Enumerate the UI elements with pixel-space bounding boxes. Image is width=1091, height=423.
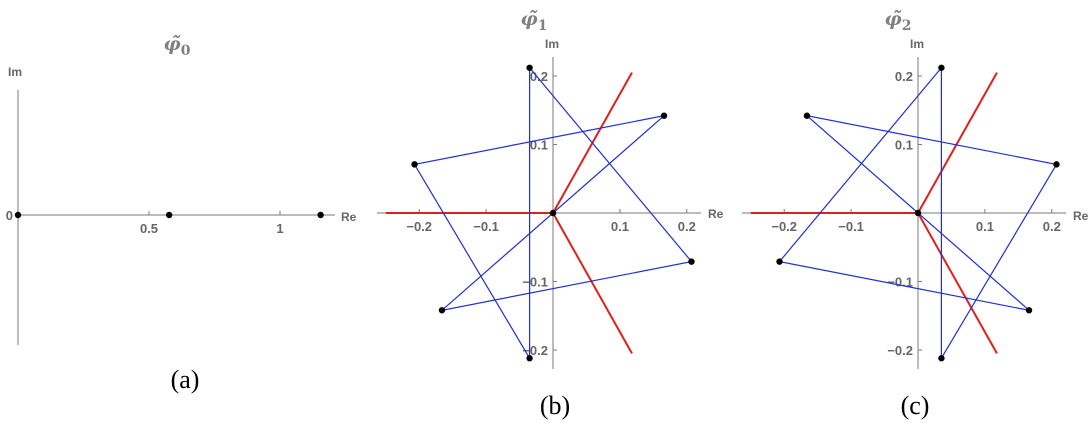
y-axis-label: Im	[910, 37, 924, 51]
branch-cut-ray-lower	[552, 212, 633, 354]
y-tick-label: −0.1	[522, 275, 548, 290]
y-tick-label: −0.1	[887, 275, 913, 290]
data-point-6	[1053, 161, 1060, 168]
panel-title-symbol: φ̃	[521, 8, 538, 30]
x-tick-label: 0.2	[678, 219, 696, 234]
y-tick-label: 0.1	[895, 138, 913, 153]
y-axis-label: Im	[545, 37, 559, 51]
x-axis-label: Re	[708, 207, 724, 221]
data-point-0	[14, 211, 22, 219]
x-tick-label: 0.5	[140, 221, 158, 236]
x-tick-label: −0.1	[473, 219, 499, 234]
data-point-3	[776, 258, 783, 265]
data-point-1	[526, 64, 533, 71]
panel-caption: (b)	[540, 391, 570, 420]
panel-title-subscript: 1	[538, 18, 548, 34]
data-point-4	[938, 355, 945, 362]
y-tick-label: 0.2	[895, 69, 913, 84]
data-point-4	[526, 355, 533, 362]
panel-title-symbol: φ̃	[164, 33, 181, 55]
plot-panel-2: −0.2 −0.1 0.1 0.2 0.2 0.1 −0.1 −0.2 Re Im φ̃2 (c)	[742, 8, 1089, 420]
x-axis-label: Re	[1073, 209, 1089, 223]
data-point-3	[688, 258, 695, 265]
x-tick-label: 0.2	[1043, 219, 1061, 234]
x-tick-label: 0	[6, 208, 13, 223]
panel-title-symbol: φ̃	[885, 8, 902, 30]
x-tick-label: 1	[276, 221, 283, 236]
data-point-1	[165, 211, 173, 219]
y-tick-label: −0.2	[522, 343, 548, 358]
panel-title: φ̃2	[885, 8, 912, 34]
data-point-5	[1025, 307, 1033, 314]
panel-caption: (c)	[901, 391, 930, 420]
y-tick-label: −0.2	[887, 343, 913, 358]
data-point-2	[660, 112, 668, 119]
data-point-0	[914, 209, 922, 217]
data-point-5	[438, 307, 446, 314]
x-tick-label: 0.1	[611, 219, 629, 234]
data-point-2	[803, 112, 811, 119]
panel-title: φ̃0	[164, 33, 191, 59]
x-tick-label: −0.2	[406, 219, 432, 234]
data-point-1	[938, 64, 945, 71]
panel-title-subscript: 0	[181, 43, 191, 59]
y-axis-label: Im	[8, 65, 22, 79]
x-tick-label: −0.1	[838, 219, 864, 234]
data-point-0	[549, 209, 557, 217]
branch-cut-ray-lower	[917, 212, 998, 354]
data-point-6	[411, 161, 418, 168]
x-axis-label: Re	[341, 210, 357, 224]
x-tick-label: −0.2	[771, 219, 797, 234]
x-tick-label: 0.1	[976, 219, 994, 234]
data-point-2	[317, 211, 324, 219]
branch-cut-ray-upper	[917, 72, 998, 214]
panel-title: φ̃1	[521, 8, 548, 34]
panel-title-subscript: 2	[902, 18, 912, 34]
panel-caption: (a)	[171, 365, 200, 394]
